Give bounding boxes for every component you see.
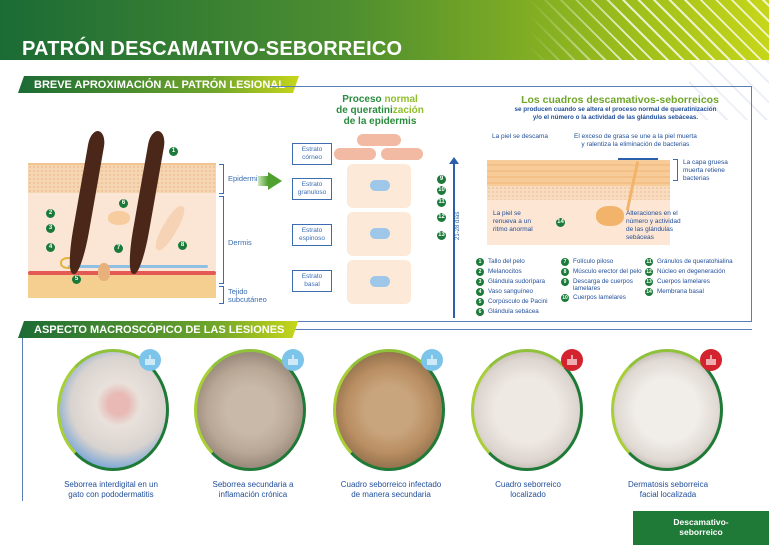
bracket-dermis bbox=[219, 196, 224, 284]
pacini-corpuscle bbox=[98, 263, 110, 281]
seborrheic-skin-diagram bbox=[487, 160, 670, 245]
spread-arrow-icon bbox=[618, 158, 658, 160]
frame-line bbox=[270, 86, 285, 87]
dermis-layer bbox=[487, 200, 670, 245]
bracket-thick-layer bbox=[673, 159, 678, 181]
marker-13: 13 bbox=[437, 231, 446, 240]
marker-3: 3 bbox=[46, 224, 55, 233]
section-title-macroscopic: ASPECTO MACROSCÓPICO DE LAS LESIONES bbox=[18, 321, 298, 338]
section-title-lesional: BREVE APROXIMACIÓN AL PATRÓN LESIONAL bbox=[18, 76, 299, 93]
keratinization-title: Proceso normal de queratinización de la … bbox=[336, 94, 424, 127]
badge-red-skin-icon bbox=[700, 349, 722, 371]
page-header: PATRÓN DESCAMATIVO-SEBORREICO bbox=[0, 0, 769, 60]
nucleus bbox=[370, 228, 390, 239]
section-divider bbox=[295, 329, 752, 330]
marker-12: 12 bbox=[437, 213, 446, 222]
epidermis-layer bbox=[487, 186, 670, 200]
days-label: 21-28 días bbox=[455, 211, 461, 240]
thick-dead-layer bbox=[487, 160, 670, 186]
seborrheic-title: Los cuadros descamativos-seborreicos bbox=[521, 94, 719, 106]
subcutaneous-layer bbox=[28, 273, 216, 298]
badge-red-skin-icon bbox=[561, 349, 583, 371]
badge-blue-skin-icon bbox=[282, 349, 304, 371]
marker-1: 1 bbox=[169, 147, 178, 156]
corneocyte bbox=[381, 148, 423, 160]
note-grease: El exceso de grasa se une a la piel muer… bbox=[574, 133, 697, 148]
marker-6: 6 bbox=[119, 199, 128, 208]
arrow-tail bbox=[258, 176, 268, 186]
marker-2: 2 bbox=[46, 209, 55, 218]
marker-9: 9 bbox=[437, 175, 446, 184]
blood-vessel-red bbox=[28, 271, 216, 275]
lesion-photo-4 bbox=[471, 349, 583, 471]
page-title: PATRÓN DESCAMATIVO-SEBORREICO bbox=[22, 38, 403, 60]
label-epidermis: Epidermis bbox=[228, 174, 262, 183]
section-frame-left bbox=[22, 336, 23, 501]
bracket-epidermis bbox=[219, 164, 224, 194]
corneocyte bbox=[334, 148, 376, 160]
marker-14: 14 bbox=[556, 218, 565, 227]
sebaceous-gland bbox=[596, 206, 624, 226]
chapter-tab[interactable]: Descamativo-seborreico bbox=[633, 511, 769, 545]
corneocyte bbox=[357, 134, 401, 146]
note-desquama: La piel se descama bbox=[492, 133, 549, 140]
epidermis-layer bbox=[28, 163, 216, 193]
decorative-watermark bbox=[689, 60, 769, 120]
degenerating-nucleus bbox=[370, 180, 390, 191]
sebaceous-gland bbox=[108, 211, 130, 225]
label-dermis: Dermis bbox=[228, 238, 252, 247]
marker-10: 10 bbox=[437, 186, 446, 195]
marker-8: 8 bbox=[178, 241, 187, 250]
marker-11: 11 bbox=[437, 198, 446, 207]
marker-7: 7 bbox=[114, 244, 123, 253]
time-arrow-icon bbox=[449, 157, 459, 318]
badge-blue-skin-icon bbox=[421, 349, 443, 371]
marker-5: 5 bbox=[72, 275, 81, 284]
badge-blue-skin-icon bbox=[139, 349, 161, 371]
bracket-subcutaneous bbox=[219, 286, 224, 304]
decorative-stripes bbox=[529, 0, 769, 60]
seborrheic-subtitle: se producen cuando se altera el proceso … bbox=[514, 106, 717, 121]
marker-4: 4 bbox=[46, 243, 55, 252]
nucleus bbox=[370, 276, 390, 287]
skin-diagram bbox=[28, 163, 216, 298]
section-frame bbox=[285, 86, 752, 322]
arrow-right-icon bbox=[268, 172, 282, 190]
